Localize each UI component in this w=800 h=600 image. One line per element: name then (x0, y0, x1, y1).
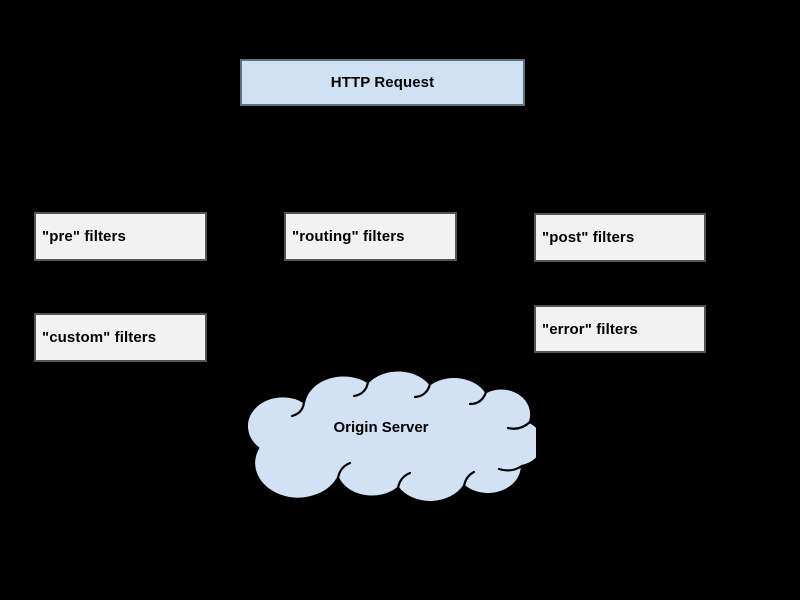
cloud-inner-curls (290, 380, 532, 490)
http-request-label: HTTP Request (330, 74, 435, 91)
custom-filters-box: "custom" filters (34, 313, 207, 362)
error-filters-box: "error" filters (534, 305, 706, 353)
pre-filters-box: "pre" filters (34, 212, 207, 261)
pre-filters-label: "pre" filters (42, 228, 126, 245)
http-request-box: HTTP Request (240, 59, 525, 106)
custom-filters-label: "custom" filters (42, 329, 157, 346)
origin-server-cloud (245, 369, 536, 504)
routing-filters-label: "routing" filters (292, 228, 405, 245)
routing-filters-box: "routing" filters (284, 212, 457, 261)
cloud-outline (245, 369, 536, 504)
origin-server-label: Origin Server (333, 419, 429, 436)
post-filters-label: "post" filters (542, 229, 635, 246)
post-filters-box: "post" filters (534, 213, 706, 262)
error-filters-label: "error" filters (542, 320, 638, 338)
